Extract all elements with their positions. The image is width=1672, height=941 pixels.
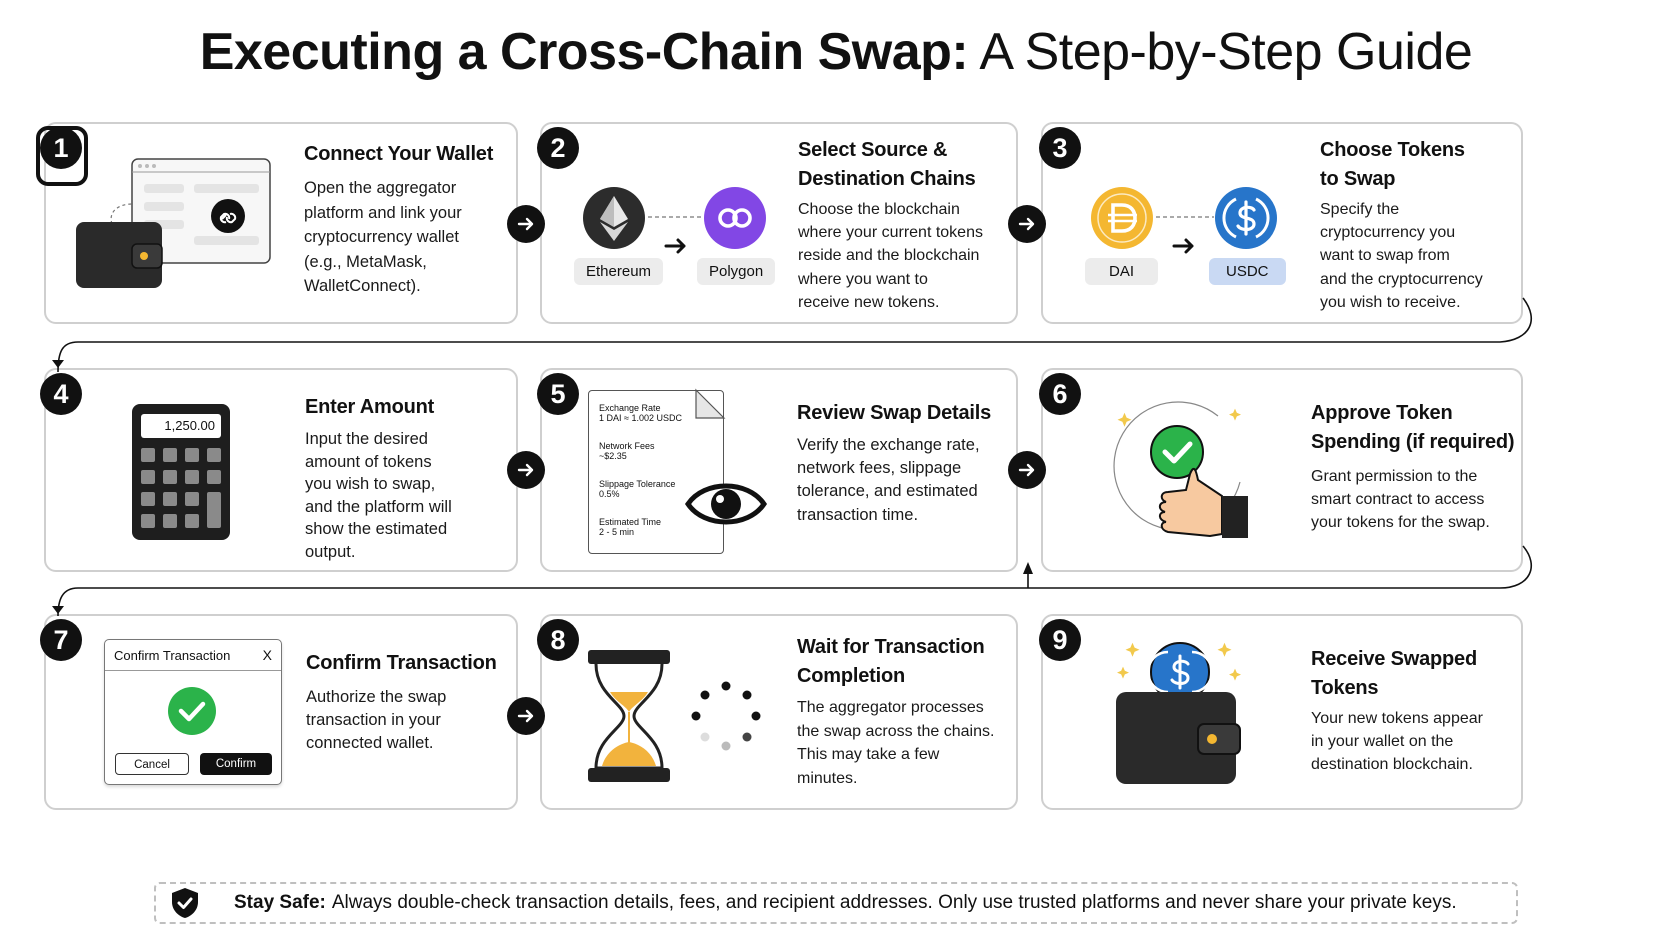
thumbs-up-check-icon: [1113, 401, 1248, 538]
step-badge-3: 3: [1039, 127, 1081, 169]
step-7-description: Authorize the swap transaction in your c…: [306, 688, 447, 753]
dialog-check-icon: [168, 687, 216, 735]
step-2-description: Choose the blockchain where your current…: [798, 201, 983, 311]
doc-row-slippage: Slippage Tolerance 0.5%: [599, 479, 676, 499]
dialog-confirm-button[interactable]: Confirm: [200, 753, 272, 775]
step-badge-1: 1: [40, 127, 82, 169]
chip-ethereum: Ethereum: [574, 258, 664, 285]
safety-banner: Stay Safe: Always double-check transacti…: [154, 882, 1518, 924]
step-6-heading: Approve Token Spending (if required): [1311, 402, 1515, 453]
step-8-heading: Wait for Transaction Completion: [797, 636, 985, 687]
token-connector: [1156, 216, 1214, 254]
next-arrow-icon-4: [507, 451, 545, 489]
step-badge-2: 2: [537, 127, 579, 169]
step-9-description: Your new tokens appear in your wallet on…: [1311, 710, 1483, 774]
step-3-description: Specify the cryptocurrency you want to s…: [1320, 201, 1483, 311]
step-2-heading: Select Source & Destination Chains: [798, 139, 976, 190]
dialog-cancel-button[interactable]: Cancel: [115, 753, 189, 775]
title-bold: Executing a Cross-Chain Swap:: [199, 23, 969, 81]
polygon-icon: [704, 187, 766, 249]
next-arrow-icon-2: [1008, 205, 1046, 243]
ethereum-icon: [583, 187, 645, 249]
doc-row-exchange: Exchange Rate 1 DAI ≈ 1.002 USDC: [599, 403, 682, 423]
usdc-icon: [1215, 187, 1277, 249]
step-9-heading: Receive Swapped Tokens: [1311, 648, 1477, 699]
loading-spinner-icon: [691, 681, 761, 751]
step-badge-4: 4: [40, 373, 82, 415]
step-4-heading: Enter Amount: [305, 396, 435, 418]
step-6-description: Grant permission to the smart contract t…: [1311, 468, 1490, 532]
dai-icon: [1091, 187, 1153, 249]
safety-label: Stay Safe:: [234, 892, 326, 913]
step-card-6: [1041, 368, 1523, 572]
chip-dai: DAI: [1085, 258, 1159, 285]
page-title: Executing a Cross-Chain Swap: A Step-by-…: [0, 22, 1672, 82]
calculator-display: 1,250.00: [141, 414, 221, 438]
wallet-browser-icon: [76, 158, 271, 288]
wallet-coin-icon: [1116, 642, 1241, 784]
step-4-description: Input the desired amount of tokens you w…: [305, 430, 452, 561]
chain-connector: [648, 216, 702, 254]
step-8-description: The aggregator processes the swap across…: [797, 699, 995, 787]
shield-icon: [172, 888, 198, 918]
next-arrow-icon-5: [1008, 451, 1046, 489]
dialog-close-icon[interactable]: X: [262, 647, 272, 663]
doc-row-fees: Network Fees ~$2.35: [599, 441, 655, 461]
step-badge-8: 8: [537, 619, 579, 661]
hourglass-icon: [588, 650, 670, 782]
step-1-description: Open the aggregator platform and link yo…: [304, 179, 462, 295]
safety-text: Always double-check transaction details,…: [331, 892, 1457, 913]
step-5-description: Verify the exchange rate, network fees, …: [797, 436, 980, 524]
dialog-title: Confirm Transaction: [114, 648, 231, 663]
step-1-heading: Connect Your Wallet: [304, 143, 494, 165]
step-3-heading: Choose Tokens to Swap: [1320, 139, 1465, 190]
step-badge-6: 6: [1039, 373, 1081, 415]
chip-usdc: USDC: [1209, 258, 1286, 285]
step-badge-5: 5: [537, 373, 579, 415]
step-badge-7: 7: [40, 619, 82, 661]
next-arrow-icon-1: [507, 205, 545, 243]
step-card-4: [44, 368, 518, 572]
dialog-title-bar: Confirm Transaction X: [105, 640, 281, 671]
swap-details-document: Exchange Rate 1 DAI ≈ 1.002 USDC Network…: [588, 388, 726, 554]
doc-row-time: Estimated Time 2 - 5 min: [599, 517, 662, 537]
step-5-heading: Review Swap Details: [797, 402, 992, 424]
confirm-dialog: Confirm Transaction X Cancel Confirm: [104, 639, 282, 785]
chip-polygon: Polygon: [697, 258, 776, 285]
next-arrow-icon-7: [507, 697, 545, 735]
title-light: A Step-by-Step Guide: [979, 23, 1473, 81]
step-badge-9: 9: [1039, 619, 1081, 661]
calculator-icon: 1,250.00: [132, 404, 230, 540]
step-7-heading: Confirm Transaction: [306, 652, 497, 674]
eye-icon: [684, 483, 768, 525]
